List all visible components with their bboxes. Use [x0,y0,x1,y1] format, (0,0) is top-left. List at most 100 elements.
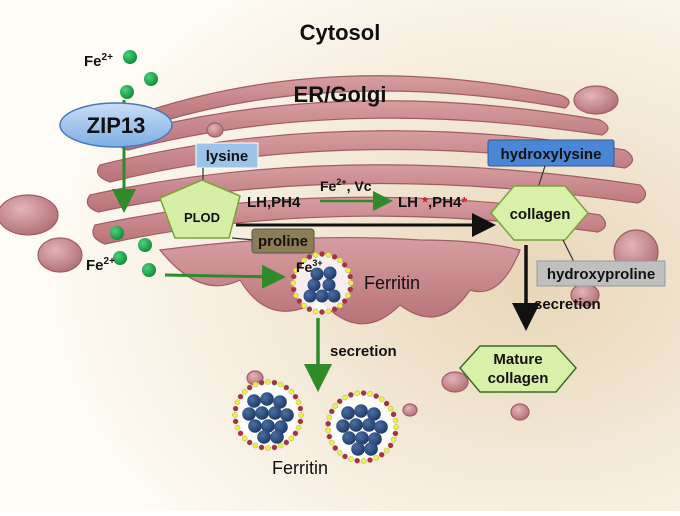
secretion-right-label: secretion [534,296,601,313]
secretion-mid-label: secretion [330,343,397,360]
fe-to-ferritin-arrow [164,264,286,289]
ferritin-subunit [241,435,248,442]
ferritin-subunit [383,447,390,454]
ferritin-subunit [271,444,278,451]
ferritin-subunit [296,262,303,268]
collagen-label: collagen [510,206,571,223]
ferritin-subunit [378,396,385,403]
fe2-ion [113,251,127,265]
ferritin-subunit [237,430,244,437]
iron-core [260,392,274,406]
ferritin-subunit [290,273,297,280]
lh-active-label: LH *,PH4* [398,194,467,211]
ferritin-subunit [288,435,295,442]
ferritin-subunit [252,381,259,388]
ferritin-subunit [234,399,241,406]
iron-core [247,394,261,408]
ferritin-subunit [367,391,373,397]
iron-core [257,430,271,444]
ferritin-subunit [319,251,325,257]
lysine-box [195,142,259,169]
mature-collagen-line1: Mature [493,351,542,368]
ferritin-cluster [325,390,399,464]
ferritin-subunit [312,308,319,315]
ferritin-subunit [331,254,338,260]
er-golgi-label: ER/Golgi [294,82,387,107]
zip13-label: ZIP13 [87,113,146,138]
lysine-label: lysine [206,148,249,165]
ferritin-subunit [360,458,367,464]
iron-core [342,431,356,445]
ferritin-subunit [348,392,354,398]
lh-ph4-label: LH,PH4 [247,194,301,211]
iron-core [303,289,317,303]
ferritin-subunit [319,309,325,315]
ferritin-bottom-label: Ferritin [272,458,328,478]
ferritin-subunit [325,308,332,315]
mature-collagen-line2: collagen [488,370,549,387]
ferritin-subunit [354,390,360,397]
ferritin-subunit [325,427,331,433]
ferritin-subunit [341,298,348,304]
iron-core [336,419,350,433]
ferritin-subunit [290,286,297,293]
ferritin-subunit [392,417,399,424]
iron-core [273,395,287,409]
iron-core [270,430,284,444]
ferritin-subunit [271,379,278,386]
ferritin-subunit [293,267,299,274]
ferritin-right-label: Ferritin [364,273,420,293]
ferritin-subunit [348,280,354,286]
iron-core [351,442,365,456]
fe2-ion [110,226,124,240]
collagen-node [490,185,589,241]
ferritin-subunit [367,457,373,463]
iron-core [362,418,376,432]
ferritin-subunit [301,257,307,264]
ferritin-subunit [331,306,338,312]
ferritin-subunit [265,445,271,451]
iron-core [341,406,355,420]
ferritin-subunit [390,436,397,443]
ferritin-subunit [336,398,343,405]
ferritin-subunit [393,424,399,430]
ferritin-subunit [292,393,299,400]
iron-core [327,289,341,303]
iron-core [310,267,324,281]
iron-core [322,278,336,292]
ferritin-subunit [337,302,343,309]
ferritin-subunit [297,405,304,412]
iron-core [355,431,369,445]
ferritin-subunit [336,449,343,456]
plod-label: PLOD [184,210,220,225]
ferritin-subunit [283,384,290,391]
ferritin-subunit [392,430,399,437]
ferritin-subunit [252,442,259,449]
ferritin-subunit [326,414,333,421]
ferritin-subunit [258,444,265,451]
ferritin-subunit [347,286,354,293]
iron-core [315,289,329,303]
proline-connector [231,237,255,241]
fe2-top-label: Fe2+ [84,52,113,70]
ferritin-subunit [342,394,348,401]
ferritin-subunit [378,451,385,458]
ferritin-subunit [241,388,248,395]
ferritin-subunit [373,393,379,399]
ferritin-subunit [295,399,302,406]
cytosol-label: Cytosol [300,20,381,45]
fe2-mid-label: Fe2+ [86,256,115,274]
iron-core [261,419,275,433]
ferritin-subunit [296,298,303,304]
ferritin-subunit [306,306,313,312]
hydroxyproline-box [536,260,666,287]
ferritin-subunit [329,408,335,415]
iron-core [307,278,321,292]
iron-core [255,406,269,420]
ferritin-subunit [337,257,343,264]
ferritin-subunit [332,445,339,451]
fe2-ion [120,85,134,99]
ferritin-subunit [345,292,351,299]
ferritin-cluster [232,379,304,451]
